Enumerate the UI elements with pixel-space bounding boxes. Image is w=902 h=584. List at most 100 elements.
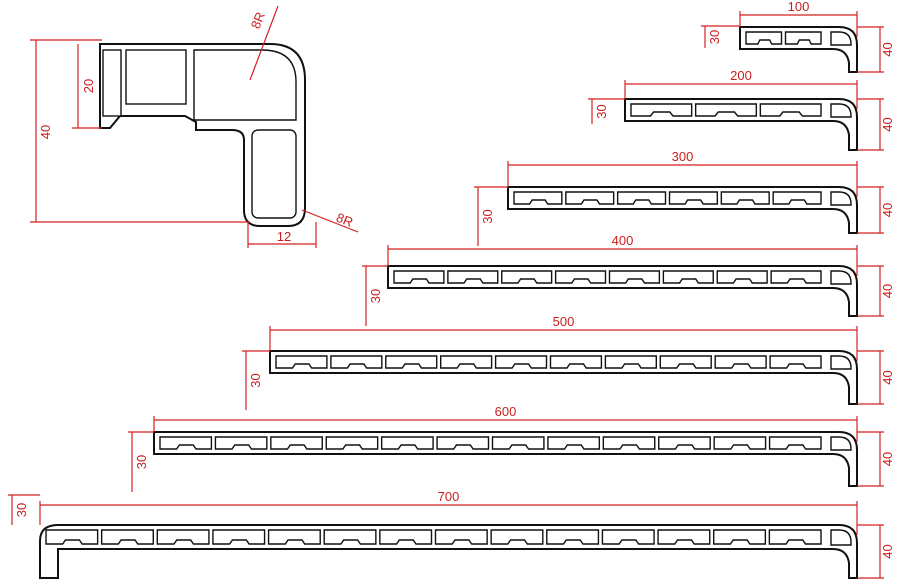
sill-chamber xyxy=(745,31,783,45)
sill-chamber xyxy=(668,191,719,205)
sill-chamber xyxy=(270,436,323,450)
detail-radius-top-label: 8R xyxy=(248,10,268,31)
sill-chamber xyxy=(490,529,544,545)
sill-chamber xyxy=(212,529,266,545)
sill-width-label: 400 xyxy=(612,233,634,248)
sill-chamber xyxy=(784,31,822,45)
sill-chamber xyxy=(720,191,770,205)
sill-nose-chamber xyxy=(830,31,852,46)
sill-chamber xyxy=(772,191,822,205)
sill-chamber xyxy=(657,529,711,545)
detail-chamber-2 xyxy=(193,49,297,121)
sill-height-label: 40 xyxy=(880,452,895,466)
sill-chamber xyxy=(601,529,655,545)
sill-height-label: 40 xyxy=(880,370,895,384)
detail-radius-bottom-label: 8R xyxy=(334,210,355,230)
sill-chamber xyxy=(325,436,379,450)
sill-chamber xyxy=(549,355,603,369)
sill-nose-chamber xyxy=(830,191,852,206)
detail-chamber-4 xyxy=(102,49,122,117)
sill-chamber xyxy=(45,529,99,545)
sill-height-label: 40 xyxy=(880,117,895,131)
sill-chamber xyxy=(769,355,822,369)
sill-thickness-label: 30 xyxy=(707,30,722,44)
sill-chamber xyxy=(156,529,210,545)
detail-upper-height-label: 20 xyxy=(81,79,96,93)
sill-chamber xyxy=(380,436,434,450)
sill-chamber xyxy=(759,103,822,117)
sill-chamber xyxy=(323,529,377,545)
sill-300: 300 30 40 xyxy=(474,149,895,246)
sill-600: 600 30 40 xyxy=(128,404,895,492)
detail-chamber-3 xyxy=(251,129,297,219)
sill-chamber xyxy=(501,270,553,284)
sill-width-label: 700 xyxy=(438,489,460,504)
sill-width-label: 600 xyxy=(495,404,517,419)
sill-nose-chamber xyxy=(830,355,852,370)
sill-height-label: 40 xyxy=(880,203,895,217)
sill-chamber xyxy=(385,355,438,369)
sill-nose-chamber xyxy=(830,270,852,285)
sill-chamber xyxy=(214,436,268,450)
sill-chamber xyxy=(658,436,711,450)
sill-chamber xyxy=(662,270,714,284)
sill-chamber xyxy=(547,436,601,450)
sill-chamber xyxy=(546,529,600,545)
sill-chamber xyxy=(330,355,383,369)
sill-thickness-label: 30 xyxy=(368,289,383,303)
sill-chamber xyxy=(602,436,656,450)
detail-height-label: 40 xyxy=(38,125,53,139)
sill-thickness-label: 30 xyxy=(248,373,263,387)
sill-chamber xyxy=(716,270,768,284)
sill-width-label: 200 xyxy=(730,68,752,83)
sill-chamber xyxy=(616,191,667,205)
sill-chamber xyxy=(608,270,661,284)
sill-thickness-label: 30 xyxy=(594,104,609,118)
sill-chamber xyxy=(393,270,445,284)
sill-profiles: 100 30 40 200 30 40 300 30 40 400 30 40 500 30 40 600 30… xyxy=(8,0,895,579)
sill-thickness-label: 30 xyxy=(134,455,149,469)
sill-chamber xyxy=(604,355,657,369)
sill-chamber xyxy=(770,270,822,284)
sill-chamber xyxy=(554,270,607,284)
sill-100: 100 30 40 xyxy=(701,0,895,73)
sill-height-label: 40 xyxy=(880,42,895,56)
sill-chamber xyxy=(630,103,693,117)
sill-width-label: 100 xyxy=(788,0,810,14)
sill-chamber xyxy=(447,270,499,284)
sill-chamber xyxy=(440,355,493,369)
sill-chamber xyxy=(694,103,758,117)
sill-chamber xyxy=(100,529,154,545)
detail-lower-width-label: 12 xyxy=(277,229,291,244)
sill-chamber xyxy=(434,529,488,545)
sill-chamber xyxy=(768,529,822,545)
sill-chamber xyxy=(713,436,767,450)
sill-chamber xyxy=(714,355,767,369)
sill-chamber xyxy=(494,355,548,369)
sill-chamber xyxy=(159,436,213,450)
detail-profile: 40 20 12 8R 8R xyxy=(30,5,359,248)
sill-width-label: 300 xyxy=(672,149,694,164)
sill-nose-chamber xyxy=(830,103,852,118)
sill-chamber xyxy=(275,355,328,369)
sill-chamber xyxy=(491,436,545,450)
sill-500: 500 30 40 xyxy=(242,314,895,410)
sill-200: 200 30 40 xyxy=(588,68,895,151)
sill-chamber xyxy=(659,355,712,369)
sill-thickness-label: 30 xyxy=(480,209,495,223)
sill-700: 700 30 40 xyxy=(8,489,895,579)
sill-width-label: 500 xyxy=(553,314,575,329)
detail-chamber-1 xyxy=(125,49,187,105)
sill-chamber xyxy=(513,191,563,205)
sill-nose-chamber xyxy=(830,529,852,546)
sill-chamber xyxy=(768,436,822,450)
sill-thickness-label: 30 xyxy=(14,503,29,517)
sill-chamber xyxy=(267,529,321,545)
sill-chamber xyxy=(379,529,433,545)
sill-chamber xyxy=(713,529,767,545)
sill-chamber xyxy=(565,191,615,205)
sill-height-label: 40 xyxy=(880,544,895,558)
sill-nose-chamber xyxy=(830,436,852,451)
